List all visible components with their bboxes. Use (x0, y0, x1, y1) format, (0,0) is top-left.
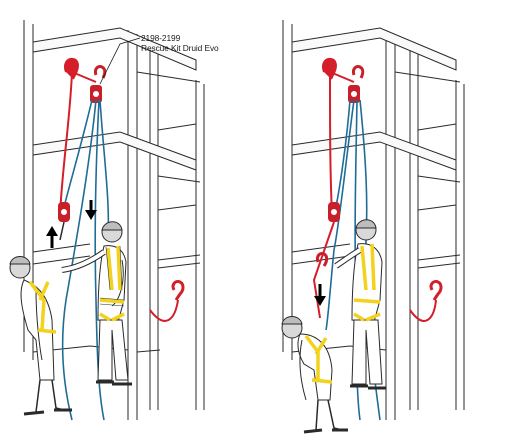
right-casualty-figure (281, 316, 348, 434)
right-top-device-icon (348, 85, 360, 103)
left-rescuer-figure (61, 221, 132, 386)
callout-model-number: 2198-2199 (141, 33, 181, 43)
left-lanyard-hook-icon (171, 280, 185, 301)
right-lanyard (409, 299, 437, 322)
left-descender-device-icon (58, 202, 70, 241)
left-anchor-carabiner-icon (63, 57, 79, 80)
right-panel (281, 20, 465, 434)
callout-leader-line (99, 37, 141, 85)
right-descender-device-icon (328, 202, 340, 222)
product-callout: 2198-2199 Rescue Kit Druid Evo (141, 33, 219, 53)
left-anchor-carabiner-2-icon (94, 65, 107, 79)
right-rescuer-figure (334, 219, 386, 390)
right-sling-to-casualty (312, 221, 335, 319)
left-panel (9, 20, 205, 421)
arrow-up-icon (46, 226, 58, 248)
callout-product-name: Rescue Kit Druid Evo (141, 43, 219, 53)
right-red-sling (329, 71, 333, 216)
left-top-device-icon (90, 85, 102, 103)
right-casualty-carabiner-icon (316, 252, 329, 267)
left-casualty-figure (9, 256, 72, 416)
right-lanyard-hook-icon (429, 280, 443, 301)
arrow-down-icon (314, 284, 326, 306)
right-anchor-carabiner-icon (321, 57, 337, 80)
arrow-down-icon (85, 200, 97, 220)
left-lanyard (149, 299, 179, 322)
left-red-sling (59, 71, 73, 216)
right-anchor-carabiner-2-icon (352, 65, 365, 79)
